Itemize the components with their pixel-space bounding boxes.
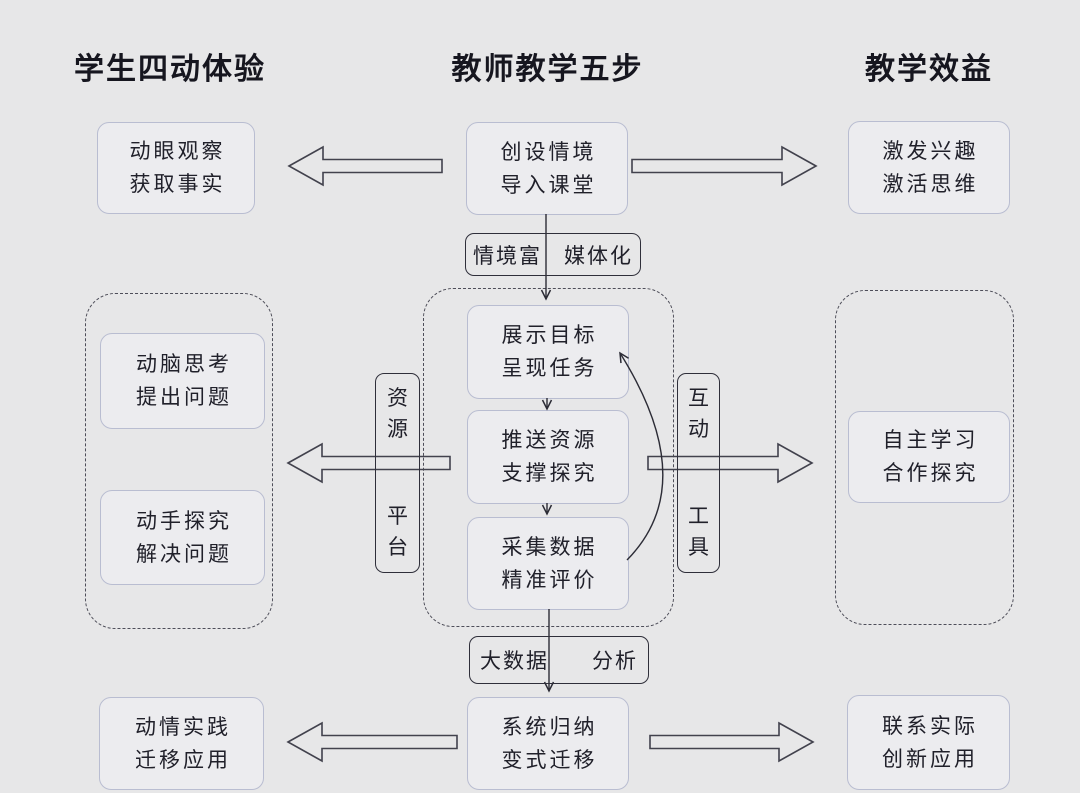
node-line: 解决问题: [136, 541, 232, 566]
node-line: 创新应用: [882, 746, 978, 771]
node-line: 联系实际: [882, 713, 978, 738]
node-line: 提出问题: [136, 385, 232, 409]
node-practical-innovation: 联系实际 创新应用: [847, 695, 1010, 790]
label-text: 互动: [688, 386, 709, 441]
node-push-resources: 推送资源 支撑探究: [467, 410, 629, 504]
group-right-dashed: [835, 290, 1014, 625]
node-line: 迁移应用: [135, 747, 231, 772]
label-text: 情境富: [473, 243, 542, 268]
node-line: 导入课堂: [500, 172, 597, 197]
node-emotion-practice: 动情实践 迁移应用: [99, 697, 264, 790]
node-systematic-summary: 系统归纳 变式迁移: [467, 697, 629, 790]
block-arrow-bottom-right: [649, 721, 815, 763]
node-line: 合作探究: [882, 461, 979, 485]
node-line: 自主学习: [882, 428, 979, 452]
node-stimulate-interest: 激发兴趣 激活思维: [848, 121, 1010, 214]
column-header-student-experience: 学生四动体验: [74, 52, 266, 87]
label-text: 资源: [387, 386, 408, 441]
label-situation-rich-media: 情境富 媒体化: [465, 233, 641, 276]
column-header-teaching-benefit: 教学效益: [865, 52, 993, 87]
node-line: 变式迁移: [501, 747, 598, 772]
node-eye-observe: 动眼观察 获取事实: [97, 122, 255, 214]
node-line: 激活思维: [882, 171, 979, 196]
node-line: 推送资源: [501, 428, 598, 452]
label-text: 大数据: [480, 649, 549, 673]
node-line: 呈现任务: [501, 356, 598, 380]
node-hands-explore: 动手探究 解决问题: [100, 490, 265, 585]
label-text: 媒体化: [564, 243, 633, 268]
node-show-goal: 展示目标 呈现任务: [467, 305, 629, 399]
node-line: 获取事实: [129, 172, 226, 196]
node-line: 激发兴趣: [882, 138, 979, 163]
node-line: 精准评价: [501, 567, 598, 592]
label-text: 平台: [387, 504, 408, 559]
label-text: 分析: [592, 649, 638, 673]
label-big-data-analysis: 大数据 分析: [469, 636, 649, 684]
node-line: 动眼观察: [129, 139, 226, 163]
label-resource-platform: 资源 平台: [375, 373, 420, 573]
column-header-teacher-steps: 教师教学五步: [451, 52, 644, 87]
node-line: 动手探究: [136, 508, 232, 533]
label-text: 工具: [688, 504, 709, 559]
node-line: 展示目标: [501, 323, 598, 347]
label-interactive-tools: 互动 工具: [677, 373, 720, 573]
node-self-learning: 自主学习 合作探究: [848, 411, 1010, 503]
node-collect-data: 采集数据 精准评价: [467, 517, 629, 610]
block-arrow-top-right: [631, 145, 818, 187]
group-left-dashed: [85, 293, 273, 629]
block-arrow-bottom-left: [286, 721, 458, 763]
node-line: 创设情境: [500, 139, 597, 164]
node-line: 支撑探究: [501, 461, 598, 485]
node-line: 动情实践: [135, 714, 231, 739]
node-brain-think: 动脑思考 提出问题: [100, 333, 265, 429]
node-line: 动脑思考: [136, 352, 232, 376]
node-line: 系统归纳: [501, 714, 598, 739]
node-create-situation: 创设情境 导入课堂: [466, 122, 628, 215]
node-line: 采集数据: [501, 534, 598, 559]
block-arrow-top-left: [287, 145, 443, 187]
